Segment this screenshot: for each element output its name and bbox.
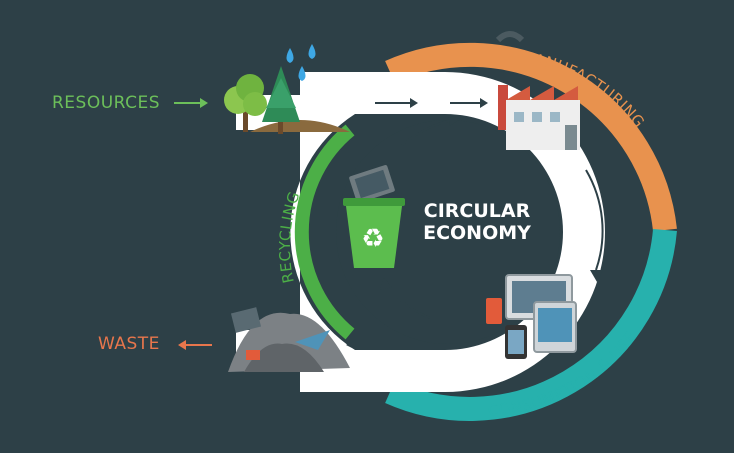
devices-icon: [486, 274, 577, 359]
recycle-symbol: ♻: [361, 224, 384, 254]
center-title-line1: CIRCULAR: [423, 200, 531, 222]
factory-icon: [495, 31, 580, 150]
flow-arrows: [346, 98, 604, 350]
center-circle: [336, 120, 560, 344]
tree-icon: [224, 74, 267, 132]
waste-pile-icon: [228, 307, 350, 372]
center-title: CIRCULAR ECONOMY: [392, 200, 562, 244]
arrow-mfg-to-consumption: [585, 169, 604, 271]
soil-mound-icon: [250, 120, 350, 132]
resources-label: RESOURCES: [52, 93, 161, 113]
waste-label: WASTE: [98, 334, 160, 354]
recycling-arc: [294, 124, 355, 340]
pine-tree-icon: [262, 66, 300, 134]
water-drop-icon: [286, 44, 316, 81]
center-title-line2: ECONOMY: [423, 222, 531, 244]
arrow-to-recycling: [385, 284, 431, 319]
manufacturing-arc: [385, 42, 677, 232]
recycle-bin-icon: ♻: [343, 165, 405, 268]
waste-arrow: [178, 340, 212, 350]
arrow-recycling-up: [387, 119, 453, 161]
resources-arrow: [174, 98, 208, 108]
resources-illustration: [224, 44, 350, 134]
consumption-arc: [385, 228, 677, 421]
outer-ring: [385, 42, 677, 421]
